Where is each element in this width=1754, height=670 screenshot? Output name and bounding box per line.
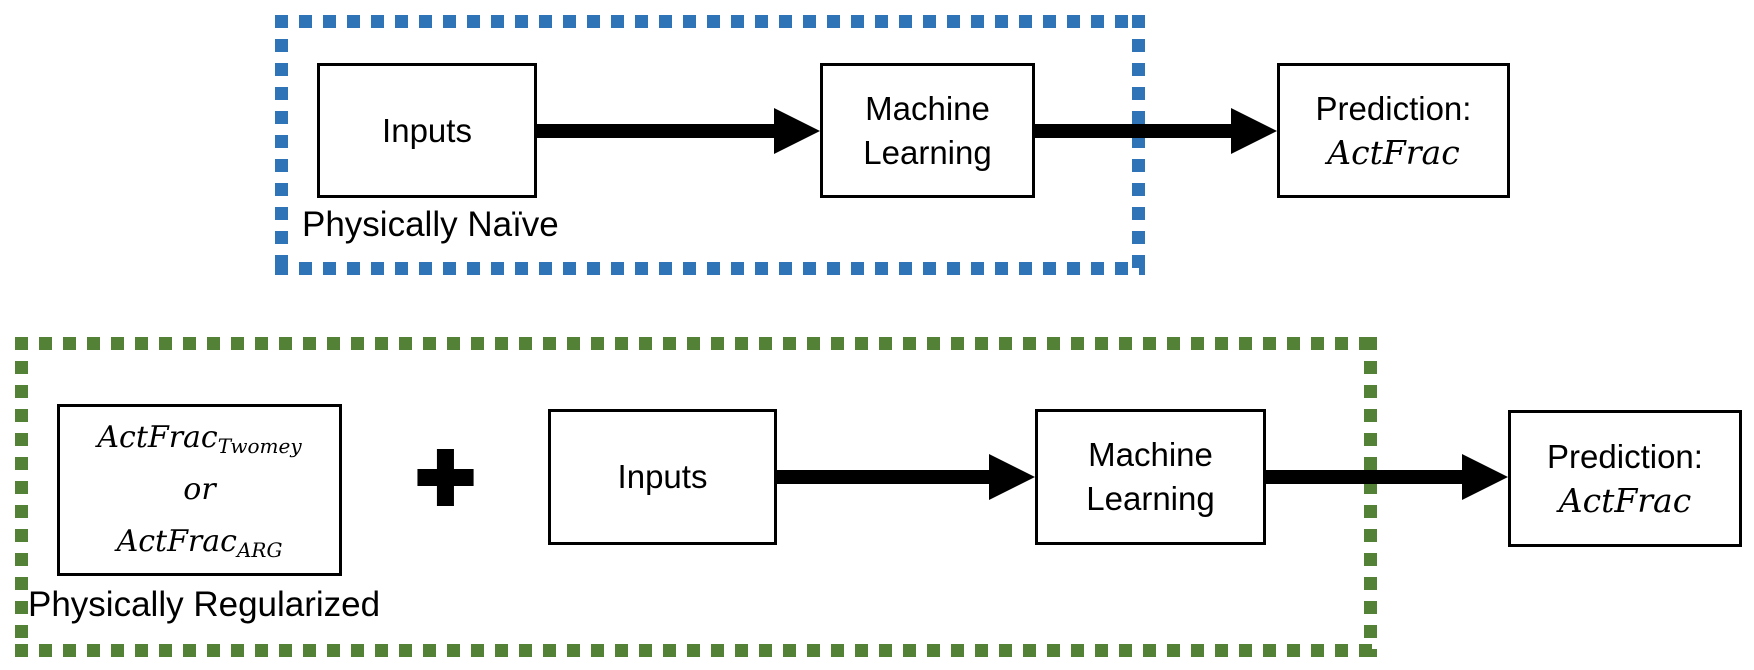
naive-prediction-value: ActFrac: [1327, 132, 1460, 172]
regularized-group-label: Physically Regularized: [28, 585, 381, 624]
dashed-border-segment: [15, 337, 1377, 350]
naive-prediction-box: Prediction: ActFrac: [1277, 63, 1510, 198]
dashed-border-segment: [15, 337, 28, 657]
arrow-icon: [1035, 108, 1277, 154]
constraint-option2-base: ActFrac: [116, 524, 237, 559]
constraint-option1-base: ActFrac: [97, 420, 218, 455]
arrow-icon: [537, 108, 820, 154]
naive-prediction-title: Prediction:: [1315, 89, 1472, 127]
naive-machine-learning-box: Machine Learning: [820, 63, 1035, 198]
regularized-ml-line2: Learning: [1086, 480, 1215, 517]
arrow-shaft: [1266, 470, 1462, 484]
plus-icon: +: [413, 418, 477, 536]
dashed-border-segment: [275, 15, 288, 275]
regularized-ml-line1: Machine: [1088, 436, 1213, 473]
naive-inputs-box: Inputs: [317, 63, 537, 198]
arrow-head: [1231, 108, 1277, 154]
regularized-prediction-box: Prediction: ActFrac: [1508, 410, 1742, 547]
regularized-inputs-box: Inputs: [548, 409, 777, 545]
arrow-head: [1462, 454, 1508, 500]
arrow-icon: [777, 454, 1035, 500]
regularized-group-border: [15, 337, 1377, 657]
arrow-shaft: [1035, 124, 1231, 138]
constraint-box: ActFracTwomey or ActFracARG: [57, 404, 342, 576]
arrow-shaft: [537, 124, 774, 138]
constraint-option1-subscript: Twomey: [217, 434, 302, 458]
naive-inputs-label: Inputs: [382, 111, 472, 149]
arrow-head: [774, 108, 820, 154]
constraint-connector: or: [183, 472, 216, 507]
regularized-prediction-title: Prediction:: [1547, 437, 1703, 475]
dashed-border-segment: [1364, 337, 1377, 657]
constraint-option1: ActFracTwomey: [97, 412, 301, 464]
constraint-option2-subscript: ARG: [236, 538, 283, 562]
regularized-machine-learning-box: Machine Learning: [1035, 409, 1266, 545]
constraint-option2: ActFracARG: [117, 516, 283, 568]
naive-group-border: [275, 15, 1145, 275]
dashed-border-segment: [275, 262, 1145, 275]
regularized-inputs-label: Inputs: [617, 458, 708, 495]
dashed-border-segment: [1132, 15, 1145, 275]
naive-ml-line2: Learning: [863, 133, 992, 171]
dashed-border-segment: [15, 644, 1377, 657]
dashed-border-segment: [275, 15, 1145, 28]
arrow-icon: [1266, 454, 1508, 500]
naive-group-label: Physically Naïve: [302, 205, 559, 244]
arrow-head: [989, 454, 1035, 500]
naive-ml-line1: Machine: [865, 89, 990, 127]
regularized-prediction-value: ActFrac: [1558, 480, 1692, 520]
arrow-shaft: [777, 470, 989, 484]
